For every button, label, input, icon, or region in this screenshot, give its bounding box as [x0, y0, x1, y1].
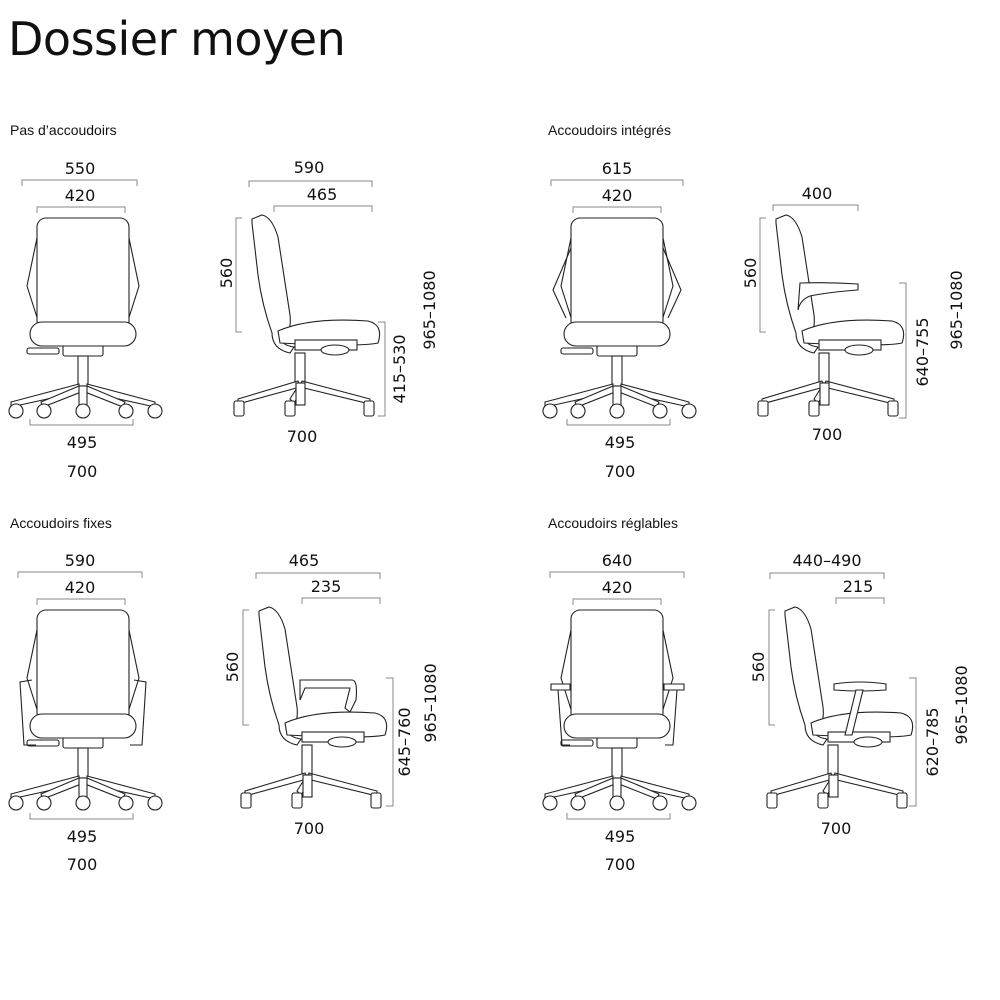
dim-front-back: 420: [602, 186, 633, 205]
integrated-armrest: [552, 247, 682, 319]
dim-side-overall: 590: [294, 158, 325, 177]
dim-side-base: 700: [812, 425, 843, 444]
dim-total-height: 965–1080: [952, 665, 971, 744]
dim-arm-height: 620–785: [923, 707, 942, 776]
adjustable-armrest-pad-side: [833, 681, 887, 692]
dim-back-height: 560: [741, 258, 760, 289]
config-title: Accoudoirs fixes: [10, 515, 112, 531]
dim-total-height: 965–1080: [947, 270, 966, 349]
dim-total-height: 965–1080: [420, 270, 439, 349]
dim-front-overall: 550: [65, 159, 96, 178]
side-view-chair: [766, 606, 914, 809]
adjustable-armrest-post-side: [844, 689, 864, 736]
dim-side-overall: 440–490: [792, 551, 861, 570]
dim-side-arm: 400: [802, 184, 833, 203]
dim-front-overall: 590: [65, 551, 96, 570]
config-adjustable-armrests: Accoudoirs réglables 640 420 495 700 440…: [542, 515, 971, 874]
config-title: Accoudoirs intégrés: [548, 122, 671, 138]
dim-back-height: 560: [749, 652, 768, 683]
dim-side-overall: 465: [289, 551, 320, 570]
dim-front-back: 420: [65, 186, 96, 205]
config-no-armrests: Pas d’accoudoirs 550 420 495 700 590 465…: [8, 122, 439, 481]
adjustable-armrest-pads: [550, 683, 685, 691]
dim-back-height: 560: [223, 652, 242, 683]
config-title: Accoudoirs réglables: [548, 515, 678, 531]
fixed-armrest: [19, 679, 147, 746]
dim-seat-height: 415–530: [390, 334, 409, 403]
integrated-armrest-side: [797, 282, 859, 311]
dim-base-outer: 700: [605, 855, 636, 874]
side-view-chair: [233, 214, 381, 417]
side-view-chair: [757, 214, 905, 417]
dim-arm-height: 645–760: [395, 707, 414, 776]
page-title: Dossier moyen: [8, 12, 346, 66]
dim-side-base: 700: [821, 819, 852, 838]
front-view-chair: [8, 217, 163, 419]
dim-front-overall: 640: [602, 551, 633, 570]
front-view-chair: [8, 609, 163, 811]
dim-base-inner: 495: [67, 433, 98, 452]
dim-base-inner: 495: [67, 827, 98, 846]
dim-back-height: 560: [217, 258, 236, 289]
dim-side-arm: 215: [843, 577, 874, 596]
dim-base-inner: 495: [605, 827, 636, 846]
dim-side-base: 700: [287, 427, 318, 446]
config-integrated-armrests: Accoudoirs intégrés 615 420 495 700 400 …: [542, 122, 966, 481]
config-fixed-armrests: Accoudoirs fixes 590 420 495 700 465 235…: [8, 515, 440, 874]
dim-total-height: 965–1080: [421, 663, 440, 742]
dim-base-outer: 700: [605, 462, 636, 481]
dim-arm-height: 640–755: [913, 317, 932, 386]
dim-base-inner: 495: [605, 433, 636, 452]
adjustable-armrest-posts: [557, 689, 678, 746]
dim-front-overall: 615: [602, 159, 633, 178]
config-title: Pas d’accoudoirs: [10, 122, 117, 138]
fixed-armrest-side: [299, 679, 358, 713]
dim-side-seat: 465: [307, 185, 338, 204]
side-view-chair: [240, 606, 388, 809]
dim-side-base: 700: [294, 819, 325, 838]
dim-front-back: 420: [65, 578, 96, 597]
dim-base-outer: 700: [67, 855, 98, 874]
dim-front-back: 420: [602, 578, 633, 597]
front-view-chair: [542, 609, 697, 811]
dim-side-arm: 235: [311, 577, 342, 596]
dim-base-outer: 700: [67, 462, 98, 481]
